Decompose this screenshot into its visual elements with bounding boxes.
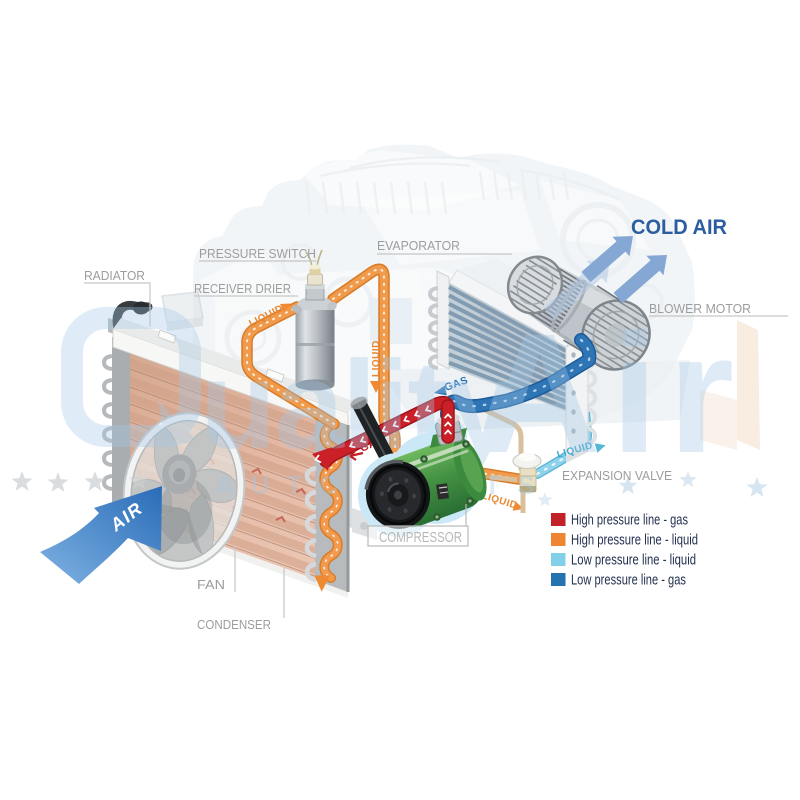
- svg-text:COLD AIR: COLD AIR: [631, 216, 727, 239]
- svg-text:Low pressure line - gas: Low pressure line - gas: [571, 573, 686, 589]
- svg-text:LIQUID: LIQUID: [371, 340, 382, 377]
- svg-text:High pressure line - gas: High pressure line - gas: [571, 513, 688, 529]
- svg-text:High pressure line - liquid: High pressure line - liquid: [571, 533, 698, 549]
- svg-text:RECEIVER DRIER: RECEIVER DRIER: [194, 281, 291, 296]
- svg-text:PRESSURE SWITCH: PRESSURE SWITCH: [199, 246, 316, 261]
- svg-text:FAN: FAN: [197, 577, 225, 592]
- svg-text:BLOWER MOTOR: BLOWER MOTOR: [649, 301, 751, 316]
- svg-text:RADIATOR: RADIATOR: [84, 268, 145, 283]
- svg-text:Low pressure line - liquid: Low pressure line - liquid: [571, 553, 696, 569]
- svg-text:EXPANSION VALVE: EXPANSION VALVE: [562, 468, 672, 483]
- svg-text:EVAPORATOR: EVAPORATOR: [377, 238, 460, 253]
- svg-text:CONDENSER: CONDENSER: [197, 617, 271, 632]
- svg-text:Air: Air: [478, 299, 744, 489]
